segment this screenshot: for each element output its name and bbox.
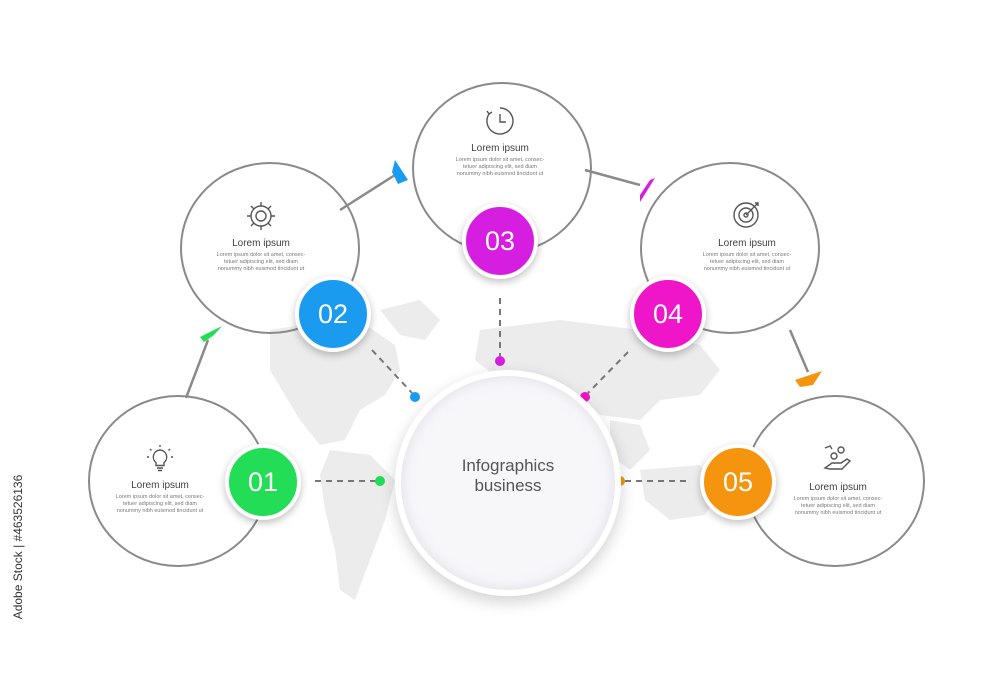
step-number: 05 — [722, 466, 754, 497]
step-card-05: Lorem ipsum Lorem ipsum dolor sit amet, … — [783, 442, 893, 517]
step-body: Lorem ipsum dolor sit amet, consec-tetue… — [793, 496, 883, 516]
step-badge-02: 02 — [295, 276, 371, 352]
connector-arc-1-2 — [184, 339, 210, 399]
lightbulb-icon — [147, 445, 173, 472]
step-card-02: Lorem ipsum Lorem ipsum dolor sit amet, … — [206, 200, 316, 273]
arrow-head-1 — [200, 326, 222, 342]
gear-icon — [247, 202, 275, 230]
step-title: Lorem ipsum — [718, 238, 776, 249]
step-title: Lorem ipsum — [471, 143, 529, 154]
step-badge-01: 01 — [225, 444, 301, 520]
dash-line-02 — [371, 349, 413, 394]
step-title: Lorem ipsum — [809, 482, 867, 493]
step-body: Lorem ipsum dolor sit amet, consec-tetue… — [216, 252, 306, 272]
dash-line-04 — [587, 351, 629, 394]
target-icon — [733, 202, 759, 228]
connector-arc-3-4 — [584, 168, 641, 187]
clock-icon — [486, 107, 514, 135]
step-ring-02 — [180, 162, 360, 334]
dot-02 — [410, 392, 420, 402]
step-number: 01 — [247, 466, 279, 497]
arrow-head-4 — [795, 371, 822, 387]
step-card-03: Lorem ipsum Lorem ipsum dolor sit amet, … — [445, 105, 555, 178]
step-number: 03 — [484, 225, 516, 256]
step-card-01: Lorem ipsum Lorem ipsum dolor sit amet, … — [105, 444, 215, 515]
step-card-04: Lorem ipsum Lorem ipsum dolor sit amet, … — [692, 198, 802, 273]
step-number: 04 — [652, 298, 684, 329]
arrow-head-2 — [392, 160, 408, 184]
step-badge-05: 05 — [700, 444, 776, 520]
center-disc — [395, 370, 621, 596]
step-ring-04 — [640, 162, 820, 334]
connector-arc-4-5 — [788, 329, 810, 373]
dot-01 — [375, 476, 385, 486]
step-title: Lorem ipsum — [232, 238, 290, 249]
step-badge-03: 03 — [462, 203, 538, 279]
step-number: 02 — [317, 298, 349, 329]
arrow-head-3 — [640, 178, 655, 202]
step-title: Lorem ipsum — [131, 480, 189, 491]
step-body: Lorem ipsum dolor sit amet, consec-tetue… — [455, 157, 545, 177]
step-body: Lorem ipsum dolor sit amet, consec-tetue… — [702, 252, 792, 272]
hand-coins-icon — [823, 445, 852, 470]
center-title: Infographics business — [461, 456, 555, 495]
step-badge-04: 04 — [630, 276, 706, 352]
stock-id-watermark: Adobe Stock | #463526136 — [11, 474, 25, 620]
step-body: Lorem ipsum dolor sit amet, consec-tetue… — [115, 494, 205, 514]
dot-03 — [495, 356, 505, 366]
connector-arc-2-3 — [339, 173, 396, 212]
